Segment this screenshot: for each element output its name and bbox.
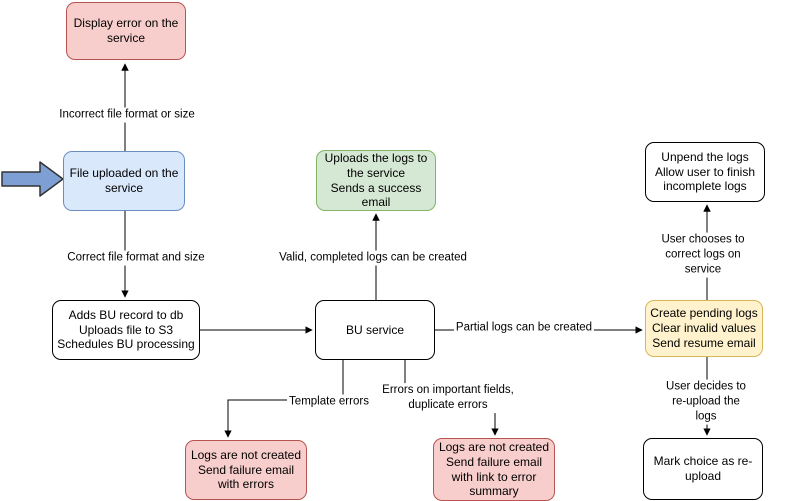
node-adds-bu-record: Adds BU record to db Uploads file to S3 … — [52, 300, 200, 360]
node-logs-not-created-summary: Logs are not created Send failure email … — [433, 438, 555, 501]
edge-bu-service-to-logs-errors — [224, 360, 344, 438]
node-create-pending-logs: Create pending logs Clear invalid values… — [645, 300, 763, 357]
edge-label-user-corrects: User chooses to correct logs on service — [654, 232, 752, 278]
edge-label-incorrect-format: Incorrect file format or size — [57, 107, 197, 123]
edge-label-user-reuploads: User decides to re-upload the logs — [658, 379, 754, 425]
entry-arrow-icon — [1, 161, 64, 197]
node-file-uploaded: File uploaded on the service — [63, 151, 185, 211]
edge-label-template-errors: Template errors — [287, 394, 371, 410]
node-logs-not-created-errors: Logs are not created Send failure email … — [185, 440, 307, 500]
node-unpend-logs: Unpend the logs Allow user to finish inc… — [645, 142, 765, 202]
node-display-error: Display error on the service — [66, 2, 186, 60]
edge-label-correct-format: Correct file format and size — [65, 250, 207, 266]
node-uploads-logs-success: Uploads the logs to the service Sends a … — [316, 150, 436, 211]
edge-label-important-field-errors: Errors on important fields, duplicate er… — [380, 383, 516, 413]
edge-label-valid-logs: Valid, completed logs can be created — [277, 250, 469, 266]
node-bu-service: BU service — [315, 300, 435, 360]
node-mark-choice-reupload: Mark choice as re-upload — [643, 438, 763, 500]
edge-label-partial-logs: Partial logs can be created — [453, 320, 595, 336]
